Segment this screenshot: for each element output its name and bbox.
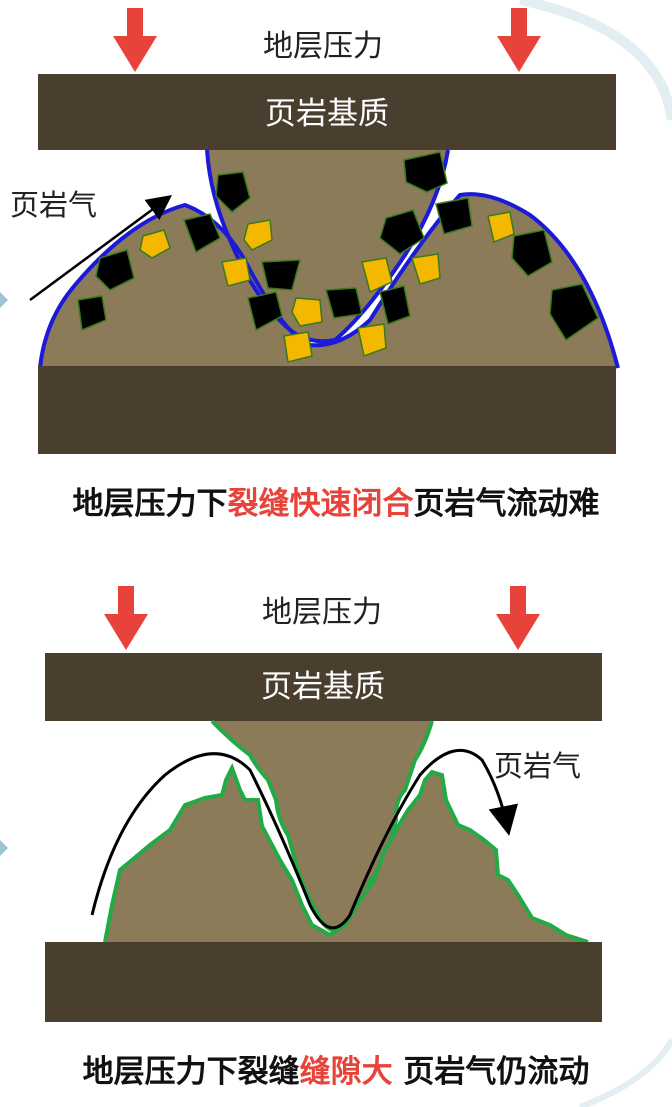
gas-label: 页岩气: [494, 749, 581, 783]
shale-matrix-plate-bottom: [45, 942, 602, 1022]
pressure-arrow-left-icon: [104, 586, 148, 650]
side-marker-icon: [0, 840, 8, 856]
pressure-arrow-right-icon: [497, 8, 541, 72]
gas-flow-arrow-icon: [29, 195, 173, 302]
caption-highlight: 缝隙大: [299, 1054, 393, 1090]
upper-asperity: [212, 721, 432, 932]
shale-matrix-plate-bottom: [38, 366, 616, 454]
caption-top: 地层压力下裂缝快速闭合页岩气流动难: [0, 478, 672, 523]
background-swoosh: [518, 0, 672, 121]
side-marker-icon: [0, 292, 8, 308]
pressure-arrow-right-icon: [496, 586, 540, 650]
mineral-grains-yellow: [139, 211, 515, 363]
lower-asperity: [105, 768, 588, 942]
matrix-label: 页岩基质: [265, 96, 389, 132]
bottom-panel: 地层压力 页岩基质 页岩气: [45, 586, 602, 1022]
caption-text: 地层压力下: [72, 486, 228, 522]
matrix-label: 页岩基质: [261, 669, 385, 705]
mineral-grains-dark: [77, 151, 599, 342]
caption-text: 地层压力下裂缝: [82, 1054, 300, 1090]
pressure-arrow-left-icon: [113, 8, 157, 72]
top-panel: 地层压力 页岩基质: [10, 8, 620, 454]
fracture-wall-lower: [38, 192, 620, 369]
gas-label: 页岩气: [10, 188, 97, 222]
shale-matrix-plate-top: [38, 74, 616, 150]
caption-text: 页岩气流动难: [413, 486, 600, 522]
caption-highlight: 裂缝快速闭合: [227, 486, 414, 522]
lower-asperity: [38, 194, 618, 368]
caption-text: 页岩气仍流动: [392, 1054, 590, 1090]
gas-flow-path-icon: [90, 748, 518, 930]
pressure-label: 地层压力: [263, 29, 383, 64]
background-swoosh: [578, 1038, 672, 1107]
caption-bottom: 地层压力下裂缝缝隙大 页岩气仍流动: [0, 1046, 672, 1091]
shale-matrix-plate-top: [45, 653, 602, 721]
pressure-label: 地层压力: [262, 595, 382, 630]
